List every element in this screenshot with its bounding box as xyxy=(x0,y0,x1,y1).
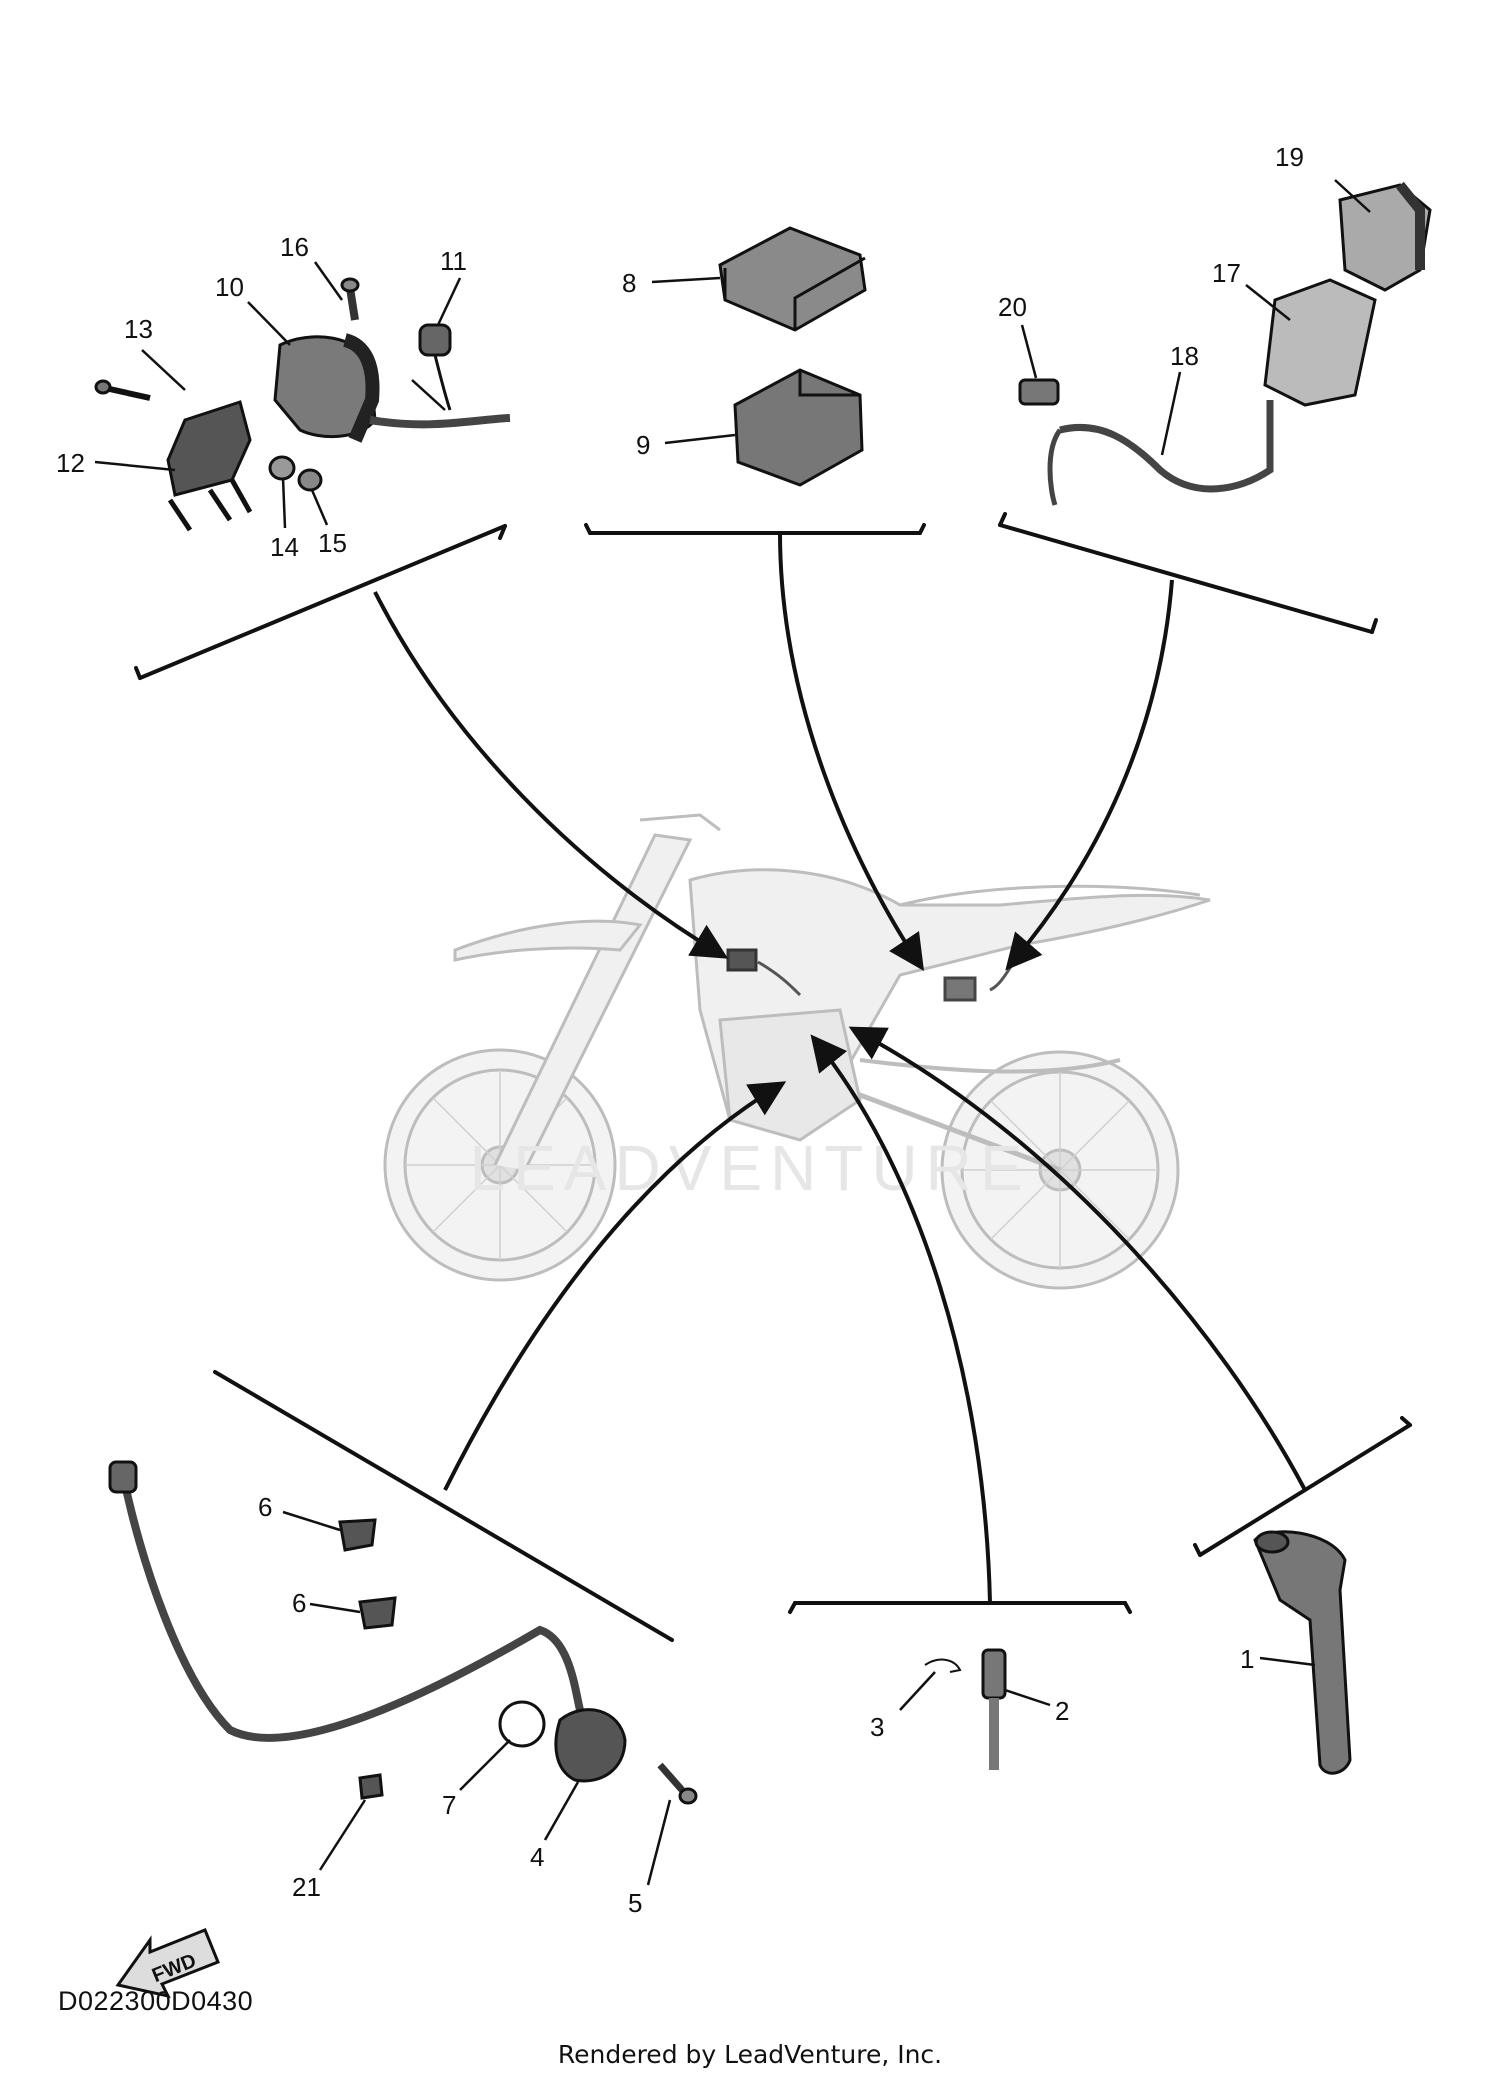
part-1-plug-cap xyxy=(1253,1530,1352,1775)
part-group-bottom-left xyxy=(108,1460,698,1805)
front-fender xyxy=(453,919,643,962)
part-11-grommet xyxy=(418,323,452,357)
part-group-ecu xyxy=(718,226,867,487)
callout-2: 2 xyxy=(1055,1696,1069,1726)
part-6a-clamp xyxy=(338,1518,377,1552)
callout-9: 9 xyxy=(636,430,650,460)
part-group-bottom-right xyxy=(1253,1530,1352,1775)
part-6b-clamp xyxy=(358,1596,397,1630)
callout-15: 15 xyxy=(318,528,347,558)
callout-21: 21 xyxy=(292,1872,321,1902)
part-15-nut xyxy=(297,468,323,492)
arrow-top-right xyxy=(1005,579,1174,971)
fwd-arrow-icon: FWD xyxy=(115,1928,220,1999)
part-17-cover xyxy=(1263,278,1377,407)
part-group-top-right xyxy=(1018,181,1432,506)
part-18-lead xyxy=(1059,400,1274,493)
callout-10: 10 xyxy=(215,272,244,302)
part-sensor-lead xyxy=(118,1469,584,1742)
part-3-clip xyxy=(924,1658,962,1673)
callout-6b: 6 xyxy=(292,1588,306,1618)
callout-19: 19 xyxy=(1275,142,1304,172)
callout-20: 20 xyxy=(998,292,1027,322)
part-16-bolt xyxy=(346,287,359,321)
part-20-clamp xyxy=(1018,378,1060,406)
part-2-sensor xyxy=(981,1648,1007,1700)
part-21-clamp xyxy=(358,1773,384,1800)
motorcycle-silhouette xyxy=(383,813,1211,1290)
bracket-top-right xyxy=(998,523,1374,634)
part-8-ecu xyxy=(718,226,867,332)
part-4-sensor xyxy=(554,1708,627,1783)
part-14-washer xyxy=(268,455,296,481)
leader-lines xyxy=(94,179,1371,1886)
part-13-bolt xyxy=(104,385,151,401)
arrow-bottom-center xyxy=(810,1034,992,1604)
callout-labels: 19 17 20 18 8 9 16 10 11 13 12 14 15 6 6… xyxy=(56,142,1304,1918)
arrow-top-left xyxy=(373,591,729,959)
callout-6a: 6 xyxy=(258,1492,272,1522)
callout-8: 8 xyxy=(622,268,636,298)
watermark-text: LEADVENTURE xyxy=(470,1132,1031,1204)
part-group-ignition-coil xyxy=(94,277,511,532)
diagram-code: D022300D0430 xyxy=(58,1986,254,2016)
callout-3: 3 xyxy=(870,1712,884,1742)
part-7-o-ring xyxy=(498,1700,546,1748)
callout-13: 13 xyxy=(124,314,153,344)
seat-rear-fender xyxy=(899,884,1201,907)
handlebar xyxy=(639,813,721,832)
part-group-bottom-center xyxy=(924,1648,1007,1770)
callout-11: 11 xyxy=(440,246,467,276)
callout-1: 1 xyxy=(1240,1644,1254,1674)
callout-17: 17 xyxy=(1212,258,1241,288)
callout-5: 5 xyxy=(628,1888,642,1918)
arrow-bottom-left xyxy=(443,1081,787,1491)
callout-18: 18 xyxy=(1170,341,1199,371)
bracket-top-left xyxy=(138,524,507,680)
part-12-bracket xyxy=(166,400,252,497)
bracket-bottom-left xyxy=(213,1370,674,1642)
callout-16: 16 xyxy=(280,232,309,262)
part-5-bolt xyxy=(657,1762,685,1793)
exhaust xyxy=(859,1058,1121,1074)
render-credit: Rendered by LeadVenture, Inc. xyxy=(557,2040,943,2069)
callout-14: 14 xyxy=(270,532,299,562)
callout-7: 7 xyxy=(442,1790,456,1820)
pointer-arrows xyxy=(373,532,1307,1604)
arrow-top-center xyxy=(778,532,924,971)
arrow-bottom-right xyxy=(848,1026,1307,1491)
callout-12: 12 xyxy=(56,448,85,478)
front-fork xyxy=(493,833,693,1171)
callout-4: 4 xyxy=(530,1842,544,1872)
